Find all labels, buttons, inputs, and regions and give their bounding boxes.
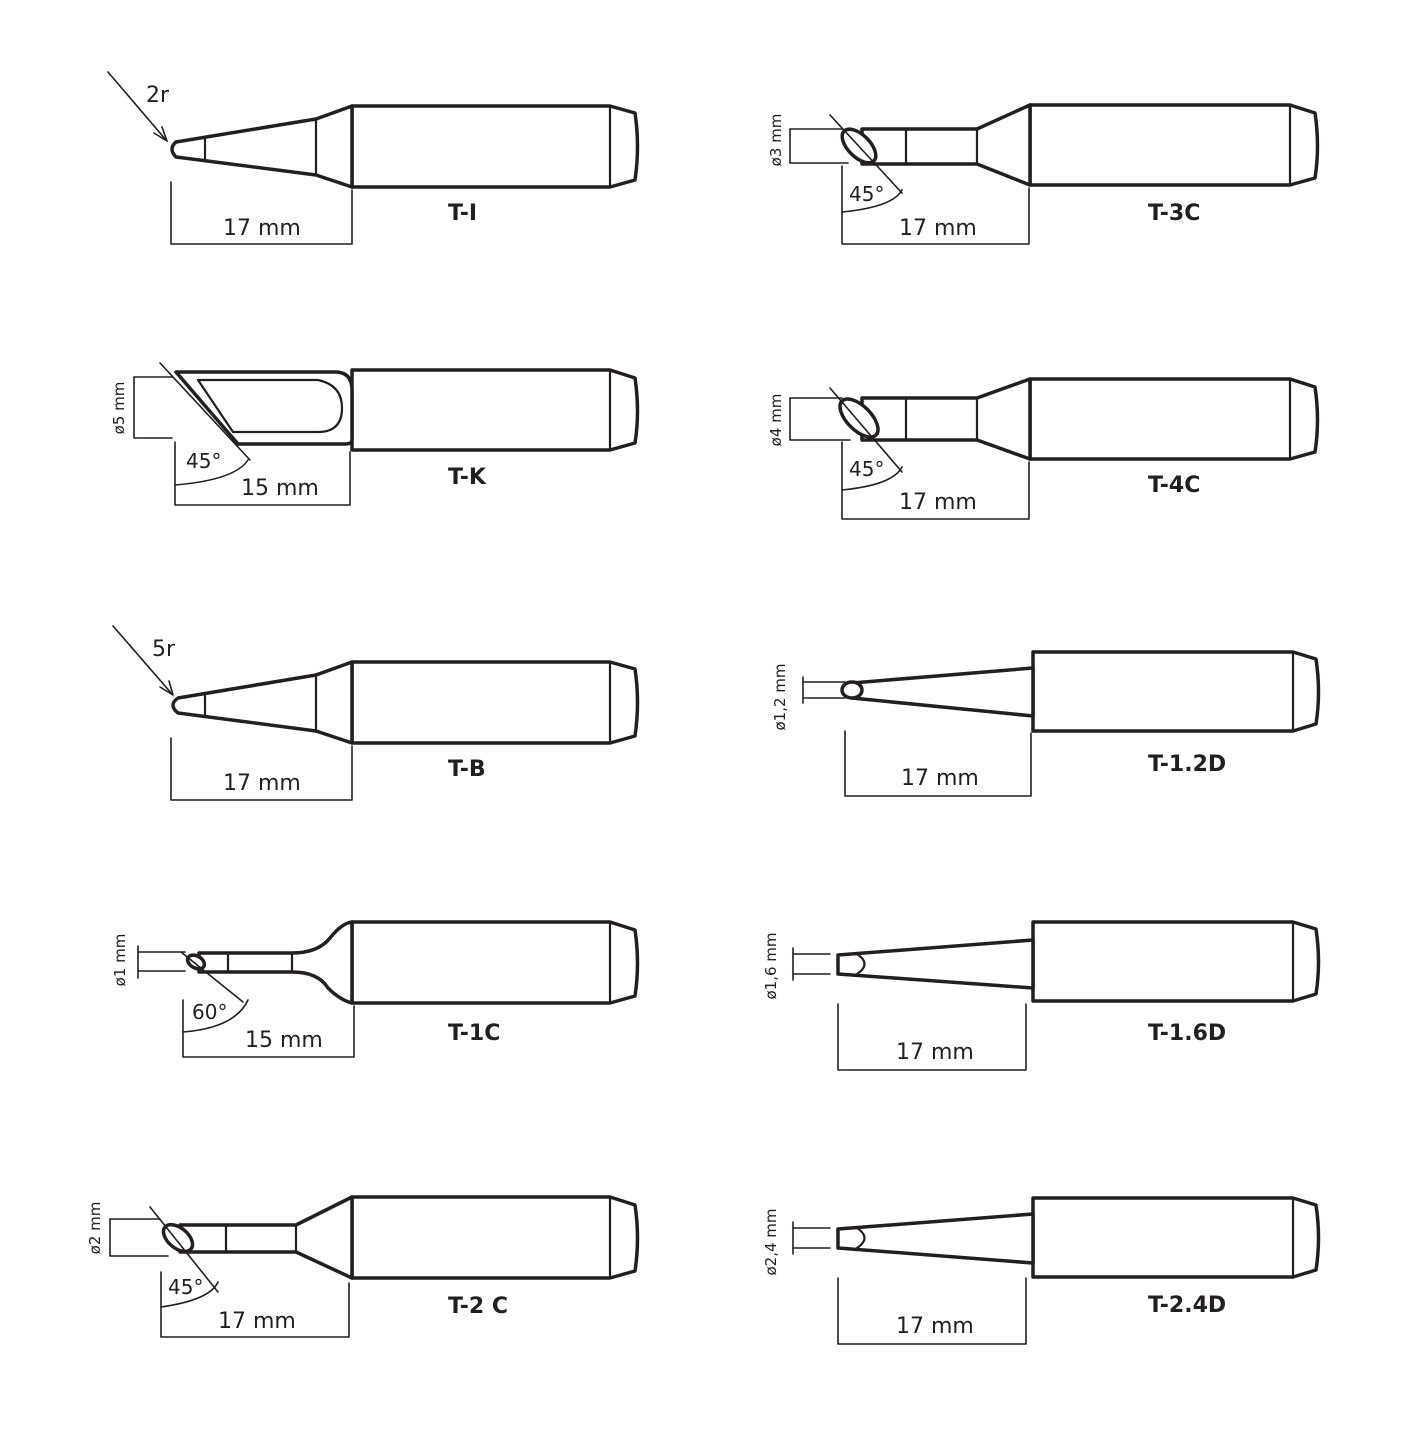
- tip-t-1c-body: [185, 920, 640, 1005]
- tip-t-2-4d-label: T-2.4D: [1148, 1293, 1226, 1318]
- tip-t-b: 5r 17 mm T-B: [112, 625, 640, 801]
- tip-t-3c-label: T-3C: [1148, 201, 1200, 226]
- tip-t-2-4d-diameter: ø2,4 mm: [762, 1208, 780, 1275]
- tip-t-1-6d-diameter: ø1,6 mm: [762, 932, 780, 999]
- tip-t-1c-diameter: ø1 mm: [111, 934, 129, 987]
- tip-t-k-diameter: ø5 mm: [110, 382, 128, 435]
- tip-t-3c-body: [840, 103, 1320, 187]
- tip-t-3c-length: 17 mm: [899, 216, 977, 241]
- tip-t-4c-length: 17 mm: [899, 490, 977, 515]
- tip-t-1-2d-length: 17 mm: [901, 766, 979, 791]
- tip-t-1-2d-diameter: ø1,2 mm: [771, 663, 789, 730]
- tip-t-b-radius: 5r: [152, 637, 176, 662]
- tip-t-2-4d-body: [836, 1196, 1321, 1279]
- tip-t-2c-label: T-2 C: [448, 1294, 508, 1319]
- tip-t-4c-angle: 45°: [849, 457, 884, 481]
- tip-t-4c-diameter: ø4 mm: [767, 394, 785, 447]
- tip-t-i-radius: 2r: [146, 83, 170, 108]
- tip-t-1-2d-label: T-1.2D: [1148, 752, 1226, 777]
- tip-t-k-length: 15 mm: [241, 476, 319, 501]
- tip-t-b-length: 17 mm: [223, 771, 301, 796]
- tip-t-1c-length: 15 mm: [245, 1028, 323, 1053]
- tip-t-1-6d-length: 17 mm: [896, 1040, 974, 1065]
- tip-t-2c-length: 17 mm: [218, 1309, 296, 1334]
- tip-t-4c-body: [838, 377, 1320, 461]
- tip-t-1-6d-body: [836, 920, 1321, 1003]
- tip-t-3c: ø3 mm 45° 17 mm T-3C: [767, 103, 1320, 245]
- tip-t-3c-angle: 45°: [849, 182, 884, 206]
- tip-t-i-label: T-I: [448, 201, 477, 226]
- tip-t-i-length: 17 mm: [223, 216, 301, 241]
- tip-t-k: ø5 mm 45° 15 mm T-K: [110, 362, 640, 506]
- tip-t-k-angle: 45°: [186, 449, 221, 473]
- tip-t-2-4d-length: 17 mm: [896, 1314, 974, 1339]
- tip-t-2c-angle: 45°: [168, 1275, 203, 1299]
- tip-t-4c: ø4 mm 45° 17 mm T-4C: [767, 377, 1320, 520]
- tip-t-1c-label: T-1C: [448, 1021, 500, 1046]
- tip-t-i: 2r 17 mm T-I: [107, 71, 640, 245]
- tip-t-1-6d: ø1,6 mm 17 mm T-1.6D: [762, 920, 1321, 1071]
- tip-t-4c-label: T-4C: [1148, 473, 1200, 498]
- tip-t-1c: ø1 mm 60° 15 mm T-1C: [111, 920, 640, 1058]
- tip-t-k-body: [174, 368, 640, 452]
- tip-t-i-body: [170, 104, 640, 189]
- tip-t-b-label: T-B: [448, 757, 486, 782]
- tip-t-1c-angle: 60°: [192, 1000, 227, 1024]
- tip-t-k-label: T-K: [448, 465, 487, 490]
- tip-t-1-2d: ø1,2 mm 17 mm T-1.2D: [771, 650, 1321, 797]
- tip-t-2c-body: [161, 1195, 640, 1280]
- tip-t-3c-diameter: ø3 mm: [767, 114, 785, 167]
- tip-t-b-body: [171, 660, 640, 745]
- tip-t-2c: ø2 mm 45° 17 mm T-2 C: [86, 1195, 640, 1338]
- tip-t-1-2d-body: [840, 650, 1321, 733]
- tip-t-2c-diameter: ø2 mm: [86, 1202, 104, 1255]
- tip-t-1-6d-label: T-1.6D: [1148, 1021, 1226, 1046]
- tip-t-2-4d: ø2,4 mm 17 mm T-2.4D: [762, 1196, 1321, 1345]
